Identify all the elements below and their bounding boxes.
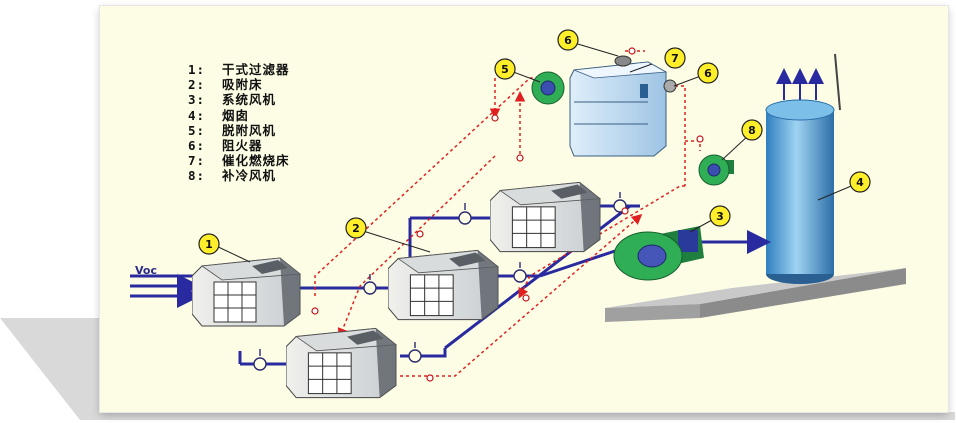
diagram-canvas: 1 2 3 4 5 6 6 7	[100, 6, 948, 412]
callout-8: 8	[741, 119, 763, 141]
valves	[253, 192, 627, 371]
callout-1: 1	[198, 233, 220, 255]
adsorber-bed-middle	[388, 249, 499, 321]
chimney-stack	[765, 53, 841, 284]
callout-2: 2	[345, 217, 367, 239]
callout-5: 5	[494, 58, 516, 80]
legend-item-3: 3:系统风机	[188, 92, 277, 108]
legend-item-7: 7:催化燃烧床	[188, 153, 290, 169]
legend: 1:干式过滤器 2:吸附床 3:系统风机 4:烟囱 5:脱附风机 6:阻火器 7…	[188, 62, 290, 184]
callout-4: 4	[849, 171, 871, 193]
voc-inlet-label: Voc	[135, 264, 157, 277]
legend-item-4: 4:烟囱	[188, 107, 250, 123]
svg-text:6: 6	[564, 34, 572, 47]
legend-item-6: 6:阻火器	[188, 138, 263, 154]
catalytic-combustion-bed	[569, 61, 668, 157]
legend-item-8: 8:补冷风机	[188, 168, 277, 184]
callout-6-top: 6	[557, 29, 579, 51]
adsorber-bed-bottom	[286, 327, 397, 399]
svg-text:2: 2	[352, 222, 360, 235]
svg-text:5: 5	[501, 63, 509, 76]
exhaust-arrows	[776, 68, 824, 100]
svg-text:6: 6	[704, 67, 712, 80]
svg-text:3: 3	[716, 210, 724, 223]
callout-3: 3	[709, 205, 731, 227]
svg-text:4: 4	[856, 176, 864, 189]
process-diagram: 1 2 3 4 5 6 6 7	[130, 29, 906, 399]
red-valves	[311, 47, 704, 382]
system-fan	[613, 226, 704, 281]
svg-text:8: 8	[748, 124, 756, 137]
adsorber-bed-top	[490, 181, 601, 253]
dry-filter-unit	[192, 257, 301, 327]
flame-arrester-top	[614, 55, 632, 67]
legend-item-2: 2:吸附床	[188, 77, 263, 93]
callout-6-right: 6	[697, 62, 719, 84]
svg-text:1: 1	[205, 238, 213, 251]
desorption-fan	[531, 71, 565, 105]
legend-item-5: 5:脱附风机	[188, 122, 277, 138]
cooling-fan	[698, 154, 734, 186]
legend-item-1: 1:干式过滤器	[188, 62, 290, 77]
flame-arrester-right	[663, 79, 677, 93]
svg-text:7: 7	[671, 52, 679, 65]
callout-7: 7	[664, 47, 686, 69]
